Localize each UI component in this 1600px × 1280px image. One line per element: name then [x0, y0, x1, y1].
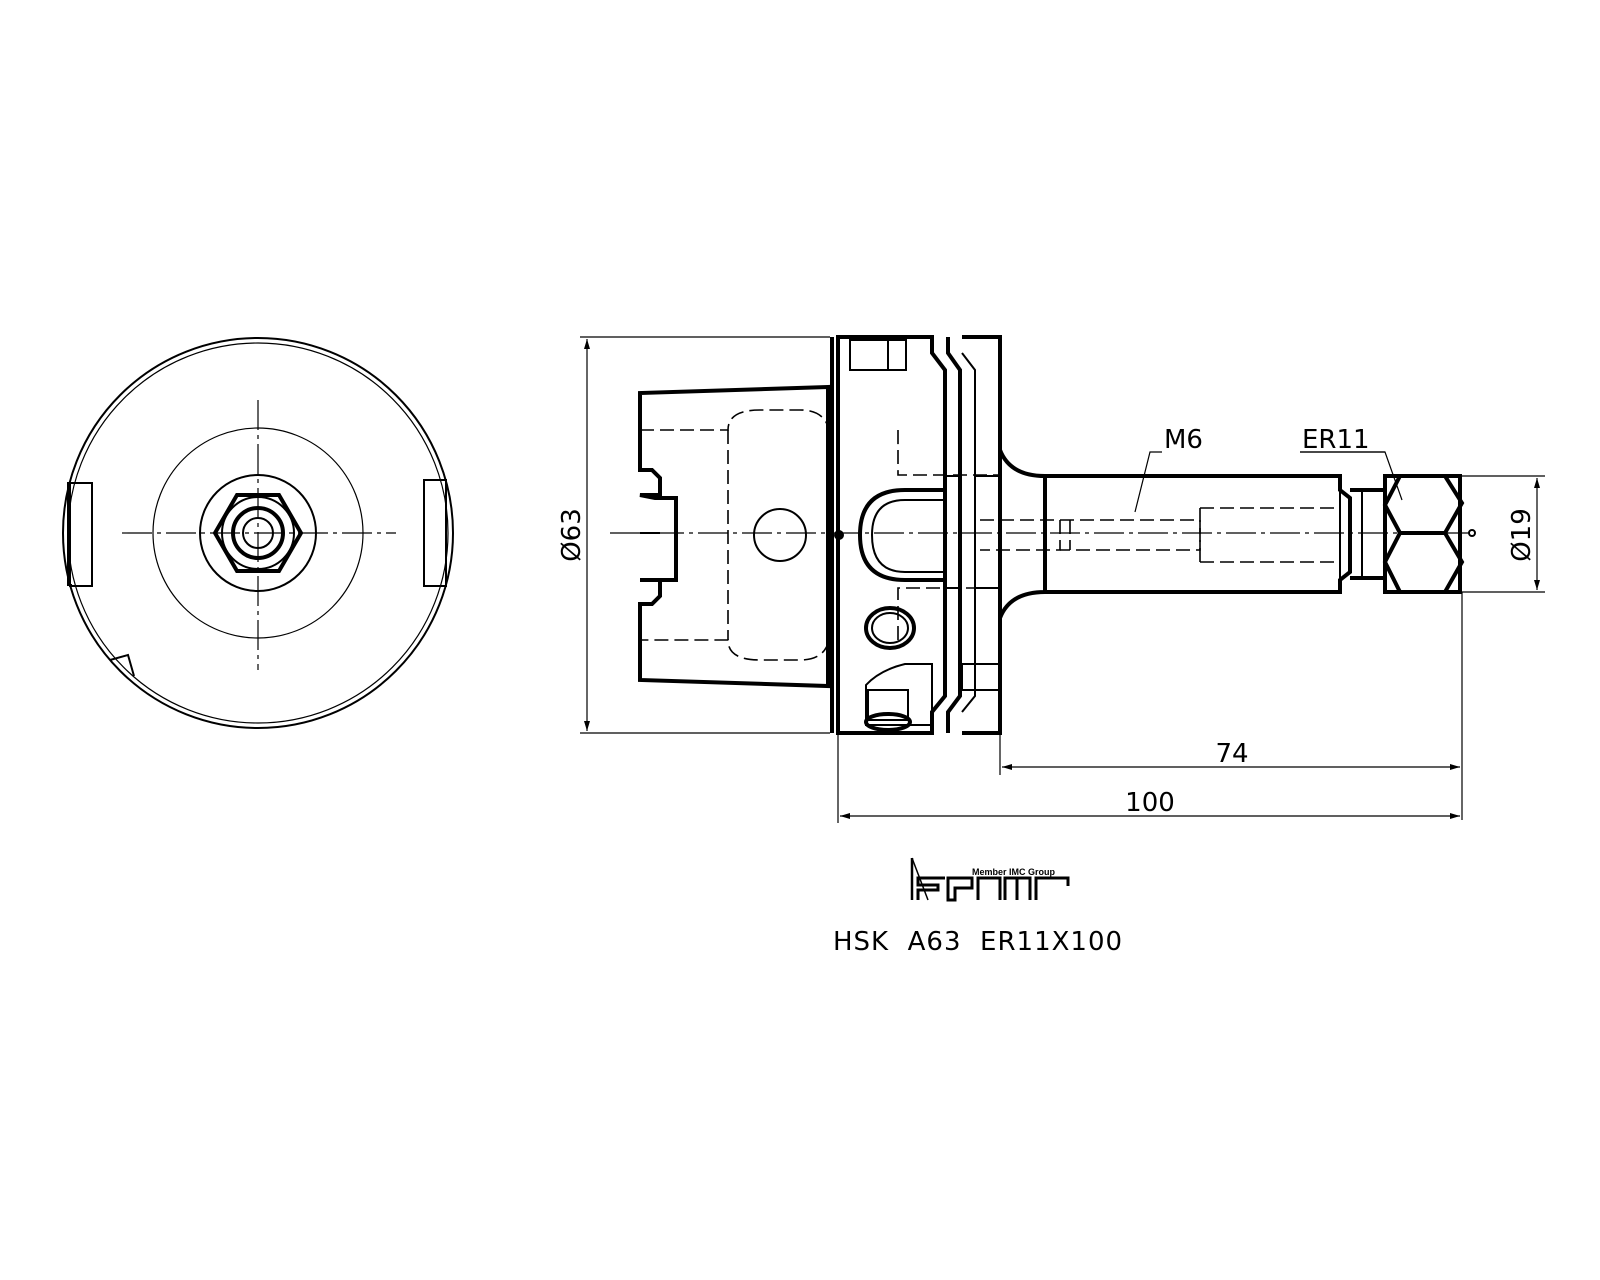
dimensions: [580, 336, 1545, 823]
dim-collet: ER11: [1302, 425, 1370, 455]
dim-length-gauge: 74: [1215, 739, 1248, 769]
brand-tagline: Member IMC Group: [972, 867, 1056, 877]
dim-diameter-flange: Ø63: [557, 508, 587, 562]
dim-length-total: 100: [1125, 788, 1175, 818]
brand-logo: Member IMC Group: [910, 857, 1070, 902]
product-code: HSK A63 ER11X100: [833, 927, 1123, 957]
side-view: [610, 335, 1476, 735]
dim-thread: M6: [1164, 425, 1203, 455]
end-view: [62, 337, 454, 729]
dim-diameter-nut: Ø19: [1507, 508, 1537, 562]
